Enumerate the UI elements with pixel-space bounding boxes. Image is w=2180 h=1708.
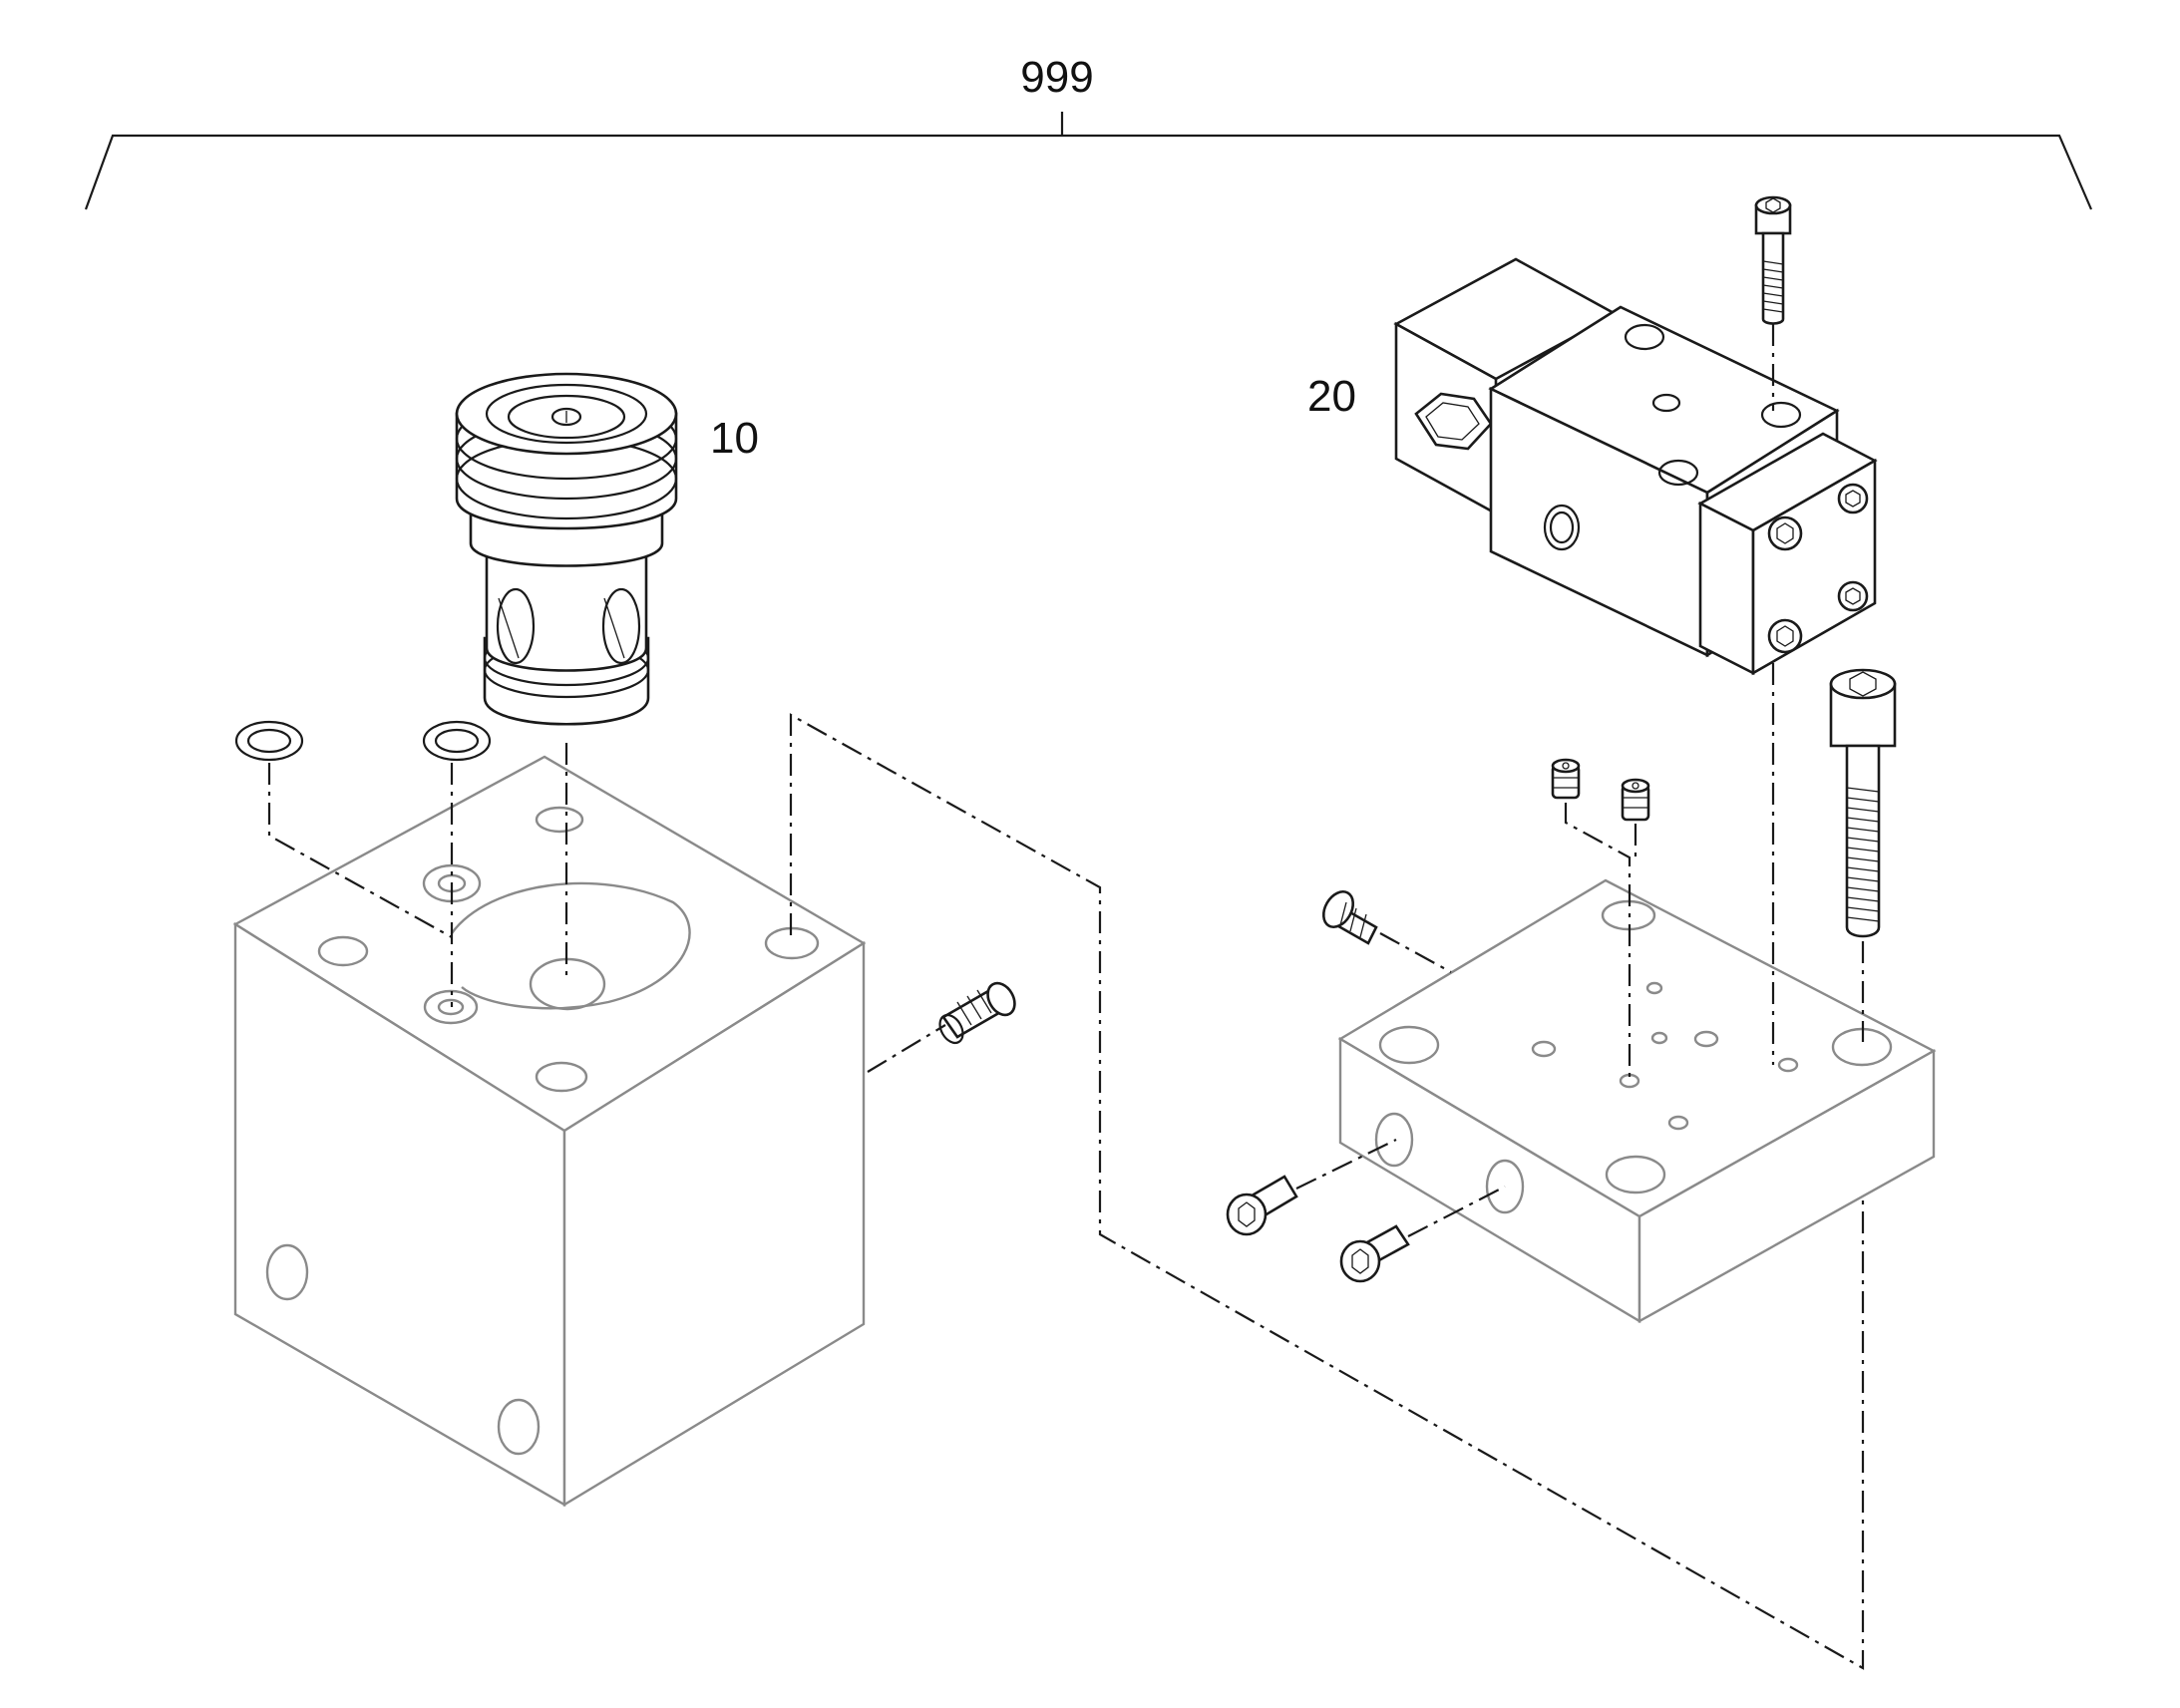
cartridge-valve — [455, 372, 678, 726]
set-screw-1 — [1551, 758, 1581, 800]
cap-screw-small — [1754, 195, 1792, 325]
solenoid-valve — [1393, 257, 1878, 676]
plug-plate-bottom-2 — [1339, 1224, 1410, 1283]
plug-plate-bottom-1 — [1226, 1175, 1298, 1236]
plug-left-block — [938, 981, 1016, 1045]
assembly-bracket — [84, 112, 2093, 210]
right-mounting-plate — [1337, 878, 1937, 1324]
callout-999[interactable]: 999 — [1020, 53, 1093, 102]
set-screw-2 — [1621, 778, 1650, 822]
o-ring-right — [422, 720, 492, 762]
left-valve-block — [232, 755, 867, 1508]
callout-10[interactable]: 10 — [710, 414, 759, 463]
o-ring-left — [234, 720, 304, 762]
alignment-lines — [267, 324, 1865, 1670]
cap-screw-large — [1829, 668, 1897, 938]
plug-plate-top — [1321, 890, 1378, 945]
callout-20[interactable]: 20 — [1307, 372, 1356, 421]
